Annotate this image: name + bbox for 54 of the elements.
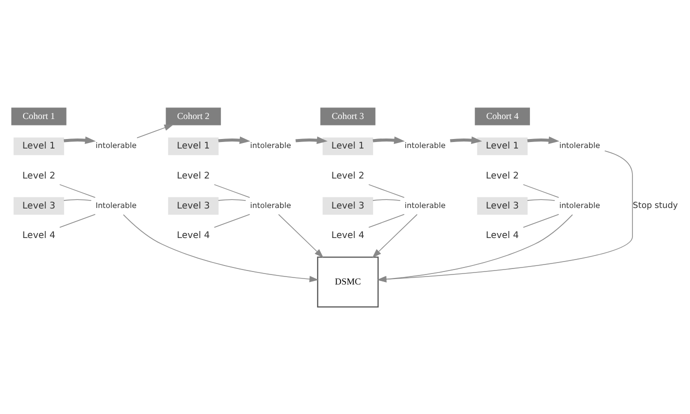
node-text: intolerable — [404, 200, 446, 210]
connector — [214, 184, 250, 198]
arrow — [123, 214, 319, 282]
connector — [218, 198, 246, 200]
node-text: intolerable — [96, 140, 137, 150]
arrow — [296, 136, 328, 144]
node-box: Level 3 — [14, 196, 64, 214]
connector — [522, 214, 560, 228]
node-box: Cohort 2 — [166, 107, 221, 125]
node-text: Level 2 — [176, 170, 210, 182]
node-text: intolerable — [404, 140, 446, 150]
connector — [527, 198, 556, 200]
connector — [522, 184, 560, 198]
node-box: Level 1 — [14, 137, 64, 155]
node-text: Level 2 — [486, 170, 519, 182]
connector — [59, 214, 96, 228]
node-box: Level 3 — [168, 196, 219, 214]
node-text: intolerable — [250, 200, 292, 210]
node-box: DSMC — [317, 256, 379, 308]
connector — [214, 214, 250, 228]
arrow — [450, 136, 482, 144]
arrow — [377, 214, 573, 282]
arrow — [218, 136, 250, 144]
node-text: Level 2 — [22, 170, 56, 182]
node-text: intolerable — [559, 140, 600, 150]
node-text: Intolerable — [96, 200, 137, 210]
node-box: Level 1 — [168, 137, 219, 155]
connector — [368, 184, 405, 198]
arrow — [377, 150, 633, 282]
node-box: Level 3 — [477, 196, 528, 214]
arrow — [527, 136, 560, 144]
node-box: Cohort 3 — [320, 107, 376, 125]
connector — [59, 184, 96, 198]
edge-label: Stop study — [632, 200, 678, 210]
connector — [372, 198, 401, 200]
arrow — [278, 214, 324, 258]
node-text: Level 4 — [486, 230, 519, 241]
connector — [368, 214, 405, 228]
node-text: Level 4 — [22, 230, 56, 241]
arrow — [64, 136, 96, 144]
node-text: intolerable — [250, 140, 292, 150]
node-box: Level 1 — [322, 137, 374, 155]
node-box: Level 3 — [322, 196, 374, 214]
node-text: Level 4 — [176, 230, 210, 241]
arrow — [136, 124, 174, 138]
node-box: Level 1 — [477, 137, 528, 155]
node-text: Level 4 — [331, 230, 364, 241]
arrow — [372, 214, 418, 258]
arrow — [372, 136, 405, 144]
node-text: Level 2 — [331, 170, 364, 182]
node-box: Cohort 1 — [11, 107, 66, 125]
node-box: Cohort 4 — [474, 107, 530, 125]
connector — [64, 198, 92, 200]
node-text: intolerable — [559, 200, 600, 210]
